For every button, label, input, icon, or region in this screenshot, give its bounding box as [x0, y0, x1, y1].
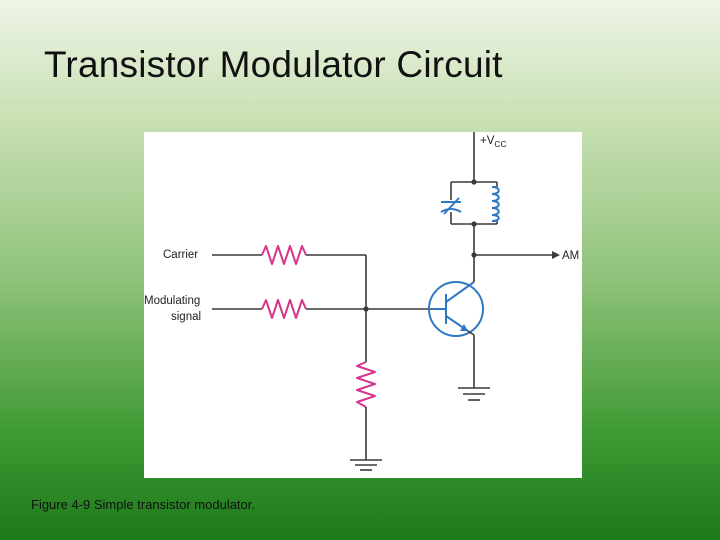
tank-circuit	[450, 179, 498, 255]
vcc-label: +VCC	[480, 135, 507, 149]
am-output-label: AM	[562, 250, 579, 262]
am-output	[471, 251, 560, 259]
carrier-label: Carrier	[163, 249, 198, 261]
carrier-resistor	[261, 245, 307, 265]
tank-capacitor	[440, 197, 462, 215]
circuit-diagram: +VCC A	[144, 132, 579, 471]
tank-inductor	[491, 186, 500, 222]
slide-title: Transistor Modulator Circuit	[44, 44, 503, 85]
modulating-label-line1: Modulating	[144, 295, 200, 307]
ground-symbol-right	[458, 387, 490, 401]
ground-symbol-left	[350, 459, 382, 471]
circuit-figure: +VCC A	[144, 132, 582, 478]
figure-caption: Figure 4-9 Simple transistor modulator.	[31, 497, 255, 512]
npn-transistor	[428, 281, 484, 337]
modulating-label-line2: signal	[171, 311, 201, 323]
bias-resistor	[356, 361, 376, 408]
modulating-resistor	[261, 299, 307, 319]
